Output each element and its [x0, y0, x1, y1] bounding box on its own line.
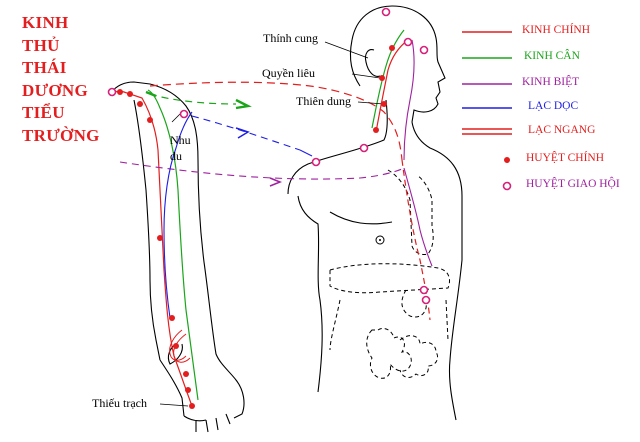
huyet-chinh-dot [117, 89, 123, 95]
title-line: DƯƠNG [22, 80, 89, 100]
diaphragm-outline [329, 263, 451, 294]
lac-doc-arm [163, 111, 193, 319]
torso-right [448, 259, 463, 421]
huyet-giao-hoi-circle [421, 295, 431, 305]
title-line: TRƯỜNG [22, 125, 100, 145]
intestine-outline-2 [399, 335, 439, 378]
huyet-giao-hoi-circle [107, 87, 117, 97]
label-thien-dung: Thiên dung [296, 94, 351, 108]
kinh-can-shoulder [149, 93, 237, 105]
legend-kinh-can: KINH CÂN [524, 50, 580, 62]
huyet-chinh-dot [381, 101, 387, 107]
label-quyen-lieu: Quyền liêu [262, 66, 315, 80]
torso-left [297, 195, 323, 393]
title-line: THỦ [22, 35, 60, 55]
legend-lac-ngang: LẠC NGANG [528, 124, 596, 136]
kinh-can-path [147, 29, 405, 401]
legend-huyet-giao-hoi: HUYỆT GIAO HỘI [526, 178, 620, 190]
huyet-chinh-dot [379, 75, 385, 81]
diagram-title: KINH THỦ THÁI DƯƠNG TIỂU TRƯỜNG [22, 12, 100, 147]
kinh-can-arrow [145, 90, 252, 110]
stomach-outline [401, 289, 427, 318]
kinh-chinh-neck [375, 39, 409, 133]
kinh-biet-arrow [269, 177, 283, 187]
huyet-chinh-dot [389, 45, 395, 51]
lac-doc-arrow [235, 127, 250, 139]
kinh-can-neck [371, 29, 405, 129]
intestine-outline [366, 327, 412, 379]
legend-kinh-biet: KINH BIỆT [522, 76, 580, 88]
ear-outline [364, 49, 381, 77]
huyet-chinh-dot [137, 101, 143, 107]
huyet-chinh-dot [127, 91, 133, 97]
lac-doc-dashed [191, 115, 301, 151]
huyet-giao-hoi-points [107, 7, 431, 305]
nipple-mark [375, 235, 385, 245]
huyet-giao-hoi-circle [359, 143, 369, 153]
huyet-chinh-dot [373, 127, 379, 133]
kinh-biet-path [119, 39, 433, 267]
title-line: THÁI [22, 58, 67, 77]
kinh-biet-neck [403, 39, 415, 161]
lac-doc-path [163, 111, 313, 319]
legend-huyet-chinh-swatch [504, 157, 510, 163]
huyet-giao-hoi-circle [179, 109, 189, 119]
left-shoulder-outline [287, 99, 388, 195]
legend-kinh-chinh: KINH CHÍNH [522, 24, 591, 36]
huyet-chinh-points [117, 45, 395, 409]
huyet-chinh-dot [173, 343, 179, 349]
organ-outline [329, 169, 451, 379]
huyet-giao-hoi-circle [419, 285, 429, 295]
huyet-chinh-dot [157, 235, 163, 241]
label-nhu-du: Nhu du [170, 133, 191, 163]
title-line: TIỂU [22, 103, 65, 122]
huyet-giao-hoi-circle [381, 7, 391, 17]
head-outline [351, 5, 446, 123]
body-outline [111, 5, 463, 433]
legend-huyet-giao-hoi-swatch [502, 181, 512, 191]
huyet-chinh-dot [169, 315, 175, 321]
kinh-biet-descending [403, 167, 433, 267]
legend-huyet-chinh: HUYỆT CHÍNH [526, 152, 605, 164]
huyet-giao-hoi-circle [403, 37, 413, 47]
huyet-chinh-dot [185, 387, 191, 393]
huyet-giao-hoi-circle [311, 157, 321, 167]
huyet-chinh-dot [189, 403, 195, 409]
legend-symbols [462, 31, 512, 191]
right-shoulder-outline [411, 121, 463, 260]
kinh-biet-horizontal [119, 161, 405, 180]
huyet-chinh-dot [147, 117, 153, 123]
label-thieu-trach: Thiếu trạch [92, 396, 147, 410]
label-leaders [159, 41, 385, 407]
legend-lac-doc: LẠC DỌC [528, 100, 579, 112]
esophagus-outline [387, 169, 434, 255]
kinh-can-arm [147, 89, 199, 401]
huyet-giao-hoi-circle [419, 45, 429, 55]
title-line: KINH [22, 13, 69, 32]
hand-outline [159, 359, 231, 433]
label-thinh-cung: Thính cung [263, 31, 318, 45]
arm-inner [133, 99, 161, 361]
huyet-chinh-dot [183, 371, 189, 377]
lac-ngang-path [169, 329, 191, 363]
